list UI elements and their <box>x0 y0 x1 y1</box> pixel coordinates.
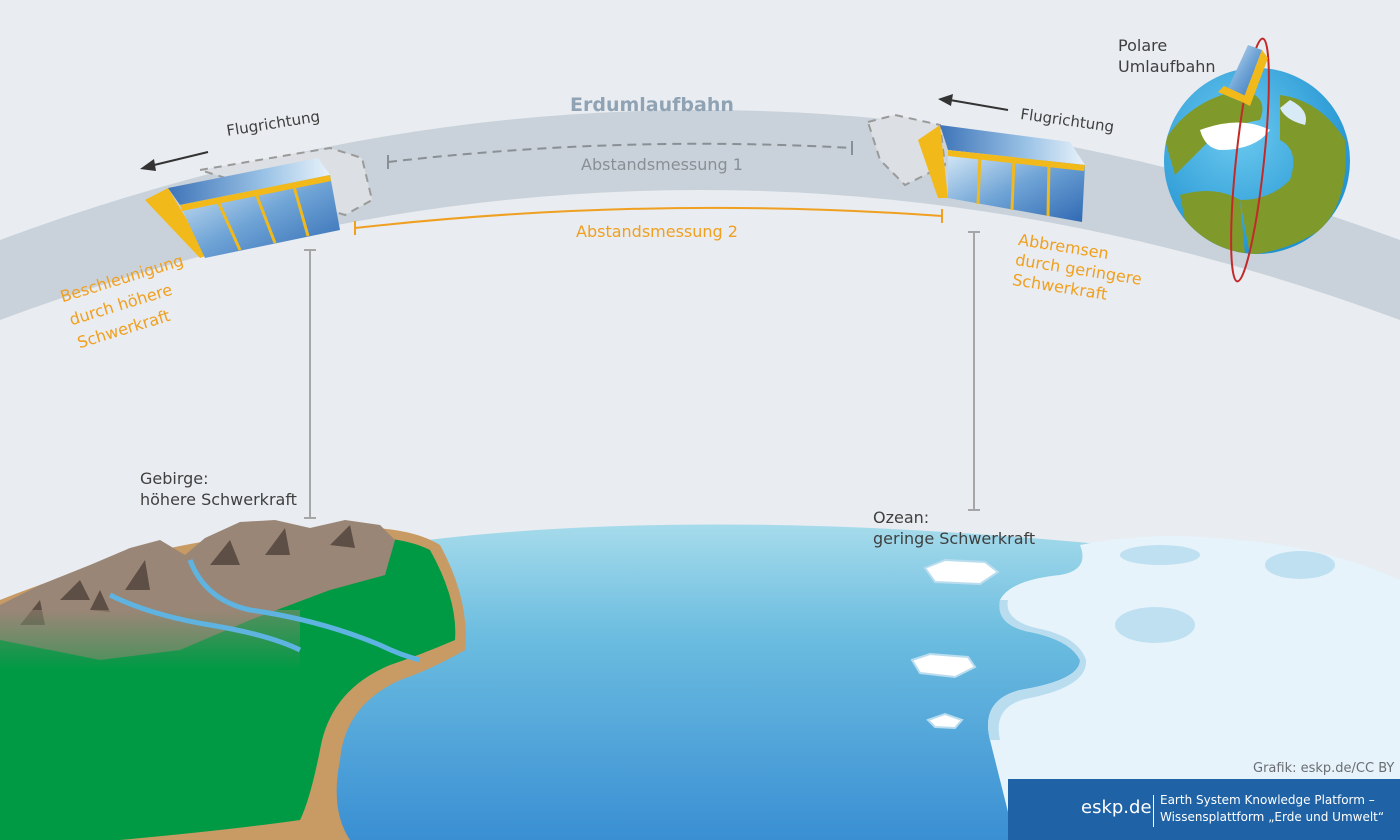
arrow-head-icon <box>938 94 953 106</box>
mountain-shade <box>20 525 355 625</box>
satellite-right <box>918 125 1085 222</box>
ice-sheet <box>988 536 1400 840</box>
footer-brand-link[interactable]: eskp.de <box>1081 797 1152 818</box>
ice-lake <box>1265 551 1335 579</box>
arrow-head-icon <box>140 159 156 171</box>
measurement-1-label: Abstandsmessung 1 <box>581 155 743 174</box>
satellite-left <box>145 158 340 258</box>
polar-orbit-label-1: Polare <box>1118 36 1168 55</box>
orbit-title: Erdumlaufbahn <box>570 94 734 116</box>
ice-floe <box>923 558 1000 586</box>
ice-lake <box>1120 545 1200 565</box>
flight-arrow-left <box>149 151 209 167</box>
satellite-ghost-right <box>866 113 947 187</box>
footer-tagline-2: Wissensplattform „Erde und Umwelt“ <box>1160 810 1385 824</box>
polar-orbit-label-2: Umlaufbahn <box>1118 57 1216 76</box>
mountain-haze <box>0 610 300 670</box>
ice-shadow <box>988 600 1087 740</box>
mountain-label-1: Gebirge: <box>140 469 209 488</box>
ice-floe <box>910 652 977 679</box>
footer-banner: eskp.de Earth System Knowledge Platform … <box>1008 779 1400 840</box>
measurement-2-line <box>354 206 943 229</box>
ice-lake <box>1115 607 1195 643</box>
flight-arrow-right <box>949 99 1009 111</box>
footer-tagline-1: Earth System Knowledge Platform – <box>1160 793 1375 807</box>
footer-divider <box>1153 795 1154 827</box>
ocean-label-1: Ozean: <box>873 508 930 527</box>
ocean-label-2: geringe Schwerkraft <box>873 529 1036 548</box>
ice-floe <box>926 712 964 730</box>
mountain-label-2: höhere Schwerkraft <box>140 490 297 509</box>
globe-icon <box>1164 37 1350 283</box>
satellite-polar <box>1218 45 1268 106</box>
image-credit: Grafik: eskp.de/CC BY <box>1253 761 1395 776</box>
river <box>108 559 421 663</box>
measurement-2-label: Abstandsmessung 2 <box>576 222 738 241</box>
measurement-1-line <box>387 142 853 163</box>
